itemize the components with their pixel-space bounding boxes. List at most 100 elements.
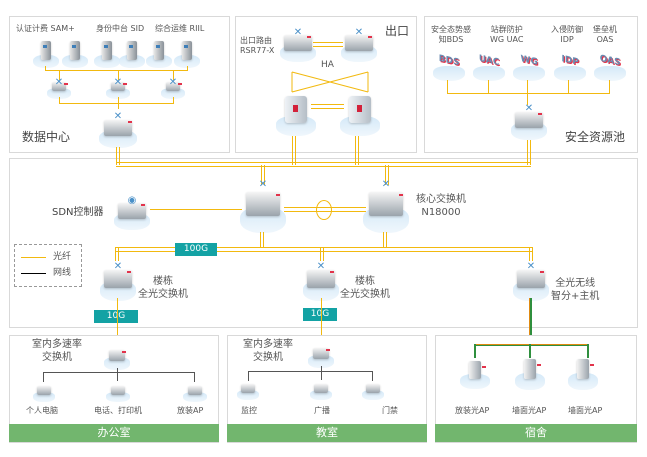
security-switch-icon[interactable]: ✕ [511, 100, 547, 140]
egress-title: 出口 [385, 24, 410, 38]
wireless-host-icon[interactable]: ✕ [513, 257, 549, 301]
fiber-link [150, 209, 242, 210]
office-footer: 办公室 [9, 424, 219, 442]
server-icon[interactable] [94, 38, 120, 68]
fiber-trunk [292, 136, 296, 165]
ethernet-cable [248, 371, 249, 381]
firewall-sync-link [311, 104, 344, 109]
building-label-line1: 楼栋 [355, 276, 375, 287]
legend-fiber-label: 光纤 [53, 252, 72, 262]
ethernet-cable [321, 366, 322, 380]
egress-router-icon[interactable]: ✕ [341, 24, 377, 62]
fiber-link [260, 232, 264, 248]
switch-label-line2: 交换机 [42, 352, 72, 363]
sec-label-line: WG UAC [490, 35, 524, 44]
uac-icon[interactable]: UAC [473, 47, 505, 81]
access-switch-icon[interactable]: ✕ [106, 75, 130, 99]
fiber-distribution-bus [115, 247, 533, 252]
endpoint-label: 放装光AP [455, 406, 490, 415]
sec-label-idp: 入侵防御 IDP [551, 25, 583, 45]
server-icon[interactable] [33, 38, 59, 68]
hybrid-cable [474, 344, 589, 346]
ethernet-cable [372, 371, 373, 381]
building-label-line1: 楼栋 [153, 276, 173, 287]
multirate-switch-icon[interactable] [308, 340, 334, 368]
switch-label-line2: 交换机 [253, 352, 283, 363]
building-switch-label: 楼栋 全光交换机 [340, 275, 390, 301]
pc-icon[interactable] [33, 380, 55, 402]
fiber-trunk [116, 147, 120, 165]
wall-optical-ap-icon[interactable] [515, 352, 545, 390]
multirate-switch-icon[interactable] [104, 342, 130, 370]
sec-label-bds: 安全态势感 知BDS [431, 25, 471, 45]
wireless-label-line2: 智分+主机 [551, 291, 600, 302]
oas-icon[interactable]: OAS [594, 47, 626, 81]
access-control-icon[interactable] [362, 378, 384, 400]
wall-optical-ap-icon[interactable] [568, 352, 598, 390]
building-switch-icon[interactable]: ✕ [303, 257, 339, 301]
fiber-link [59, 70, 60, 80]
fiber-link [115, 247, 119, 261]
access-switch-icon[interactable]: ✕ [161, 75, 185, 99]
hybrid-cable [529, 344, 531, 358]
fiber-link [118, 97, 119, 109]
access-switch-icon[interactable]: ✕ [47, 75, 71, 99]
ethernet-cable [248, 371, 373, 372]
endpoint-label: 个人电脑 [26, 406, 58, 415]
fiber-link [609, 80, 610, 93]
building-switch-icon[interactable]: ✕ [100, 257, 136, 301]
fiber-link [45, 66, 46, 71]
server-group-label-sid: 身份中台 SID [96, 24, 145, 33]
endpoint-label: 放装AP [177, 406, 204, 415]
core-switch-icon[interactable]: ✕ [240, 175, 286, 233]
sdn-controller-label: SDN控制器 [52, 207, 104, 218]
sec-label-line: IDP [560, 35, 574, 44]
fiber-link [117, 298, 118, 344]
hybrid-cable [474, 344, 476, 358]
server-icon[interactable] [62, 38, 88, 68]
bds-icon[interactable]: BDS [433, 47, 465, 81]
endpoint-label: 广播 [314, 406, 330, 415]
phone-printer-icon[interactable] [106, 380, 130, 402]
server-group-label-sam: 认证计费 SAM+ [16, 24, 75, 33]
endpoint-label: 监控 [241, 406, 257, 415]
ethernet-cable [194, 372, 195, 382]
sec-label-line: OAS [596, 35, 614, 44]
sec-label-line: 站群防护 [490, 25, 523, 34]
building-switch-label: 楼栋 全光交换机 [138, 275, 188, 301]
link-aggregation-ring [316, 200, 332, 220]
core-switch-icon[interactable]: ✕ [363, 175, 409, 233]
server-icon[interactable] [119, 38, 145, 68]
fiber-trunk-bus [116, 162, 531, 167]
firewall-icon[interactable] [340, 92, 380, 136]
optical-ap-icon[interactable] [460, 355, 490, 389]
server-icon[interactable] [146, 38, 172, 68]
dorm-footer: 宿舍 [435, 424, 637, 442]
security-pool-title: 安全资源池 [565, 130, 626, 144]
aggregation-switch-icon[interactable]: ✕ [99, 108, 137, 148]
sdn-controller-icon[interactable]: ◉ [114, 192, 150, 230]
broadcast-icon[interactable] [310, 378, 332, 400]
office-switch-label: 室内多速率 交换机 [32, 338, 82, 364]
sec-label-line: 堡垒机 [593, 25, 617, 34]
building-label-line2: 全光交换机 [138, 289, 188, 300]
idp-icon[interactable]: IDP [554, 47, 586, 81]
ap-icon[interactable] [183, 380, 207, 402]
server-icon[interactable] [174, 38, 200, 68]
core-switch-label: 核心交换机 N18000 [416, 193, 466, 219]
core-label-line1: 核心交换机 [416, 194, 466, 205]
camera-icon[interactable] [237, 378, 259, 400]
classroom-footer: 教室 [227, 424, 427, 442]
classroom-switch-label: 室内多速率 交换机 [243, 338, 293, 364]
core-panel [9, 158, 638, 328]
fiber-link [383, 232, 387, 248]
wg-icon[interactable]: WG [513, 47, 545, 81]
fiber-trunk [261, 165, 265, 185]
firewall-icon[interactable] [276, 92, 316, 136]
router-label-line2: RSR77-X [240, 46, 275, 55]
egress-router-icon[interactable]: ✕ [280, 24, 316, 62]
datacenter-title: 数据中心 [22, 130, 71, 144]
fiber-trunk [385, 165, 389, 185]
downlink-speed-badge: 10G [303, 308, 337, 321]
router-label: 出口路由 RSR77-X [240, 36, 274, 56]
